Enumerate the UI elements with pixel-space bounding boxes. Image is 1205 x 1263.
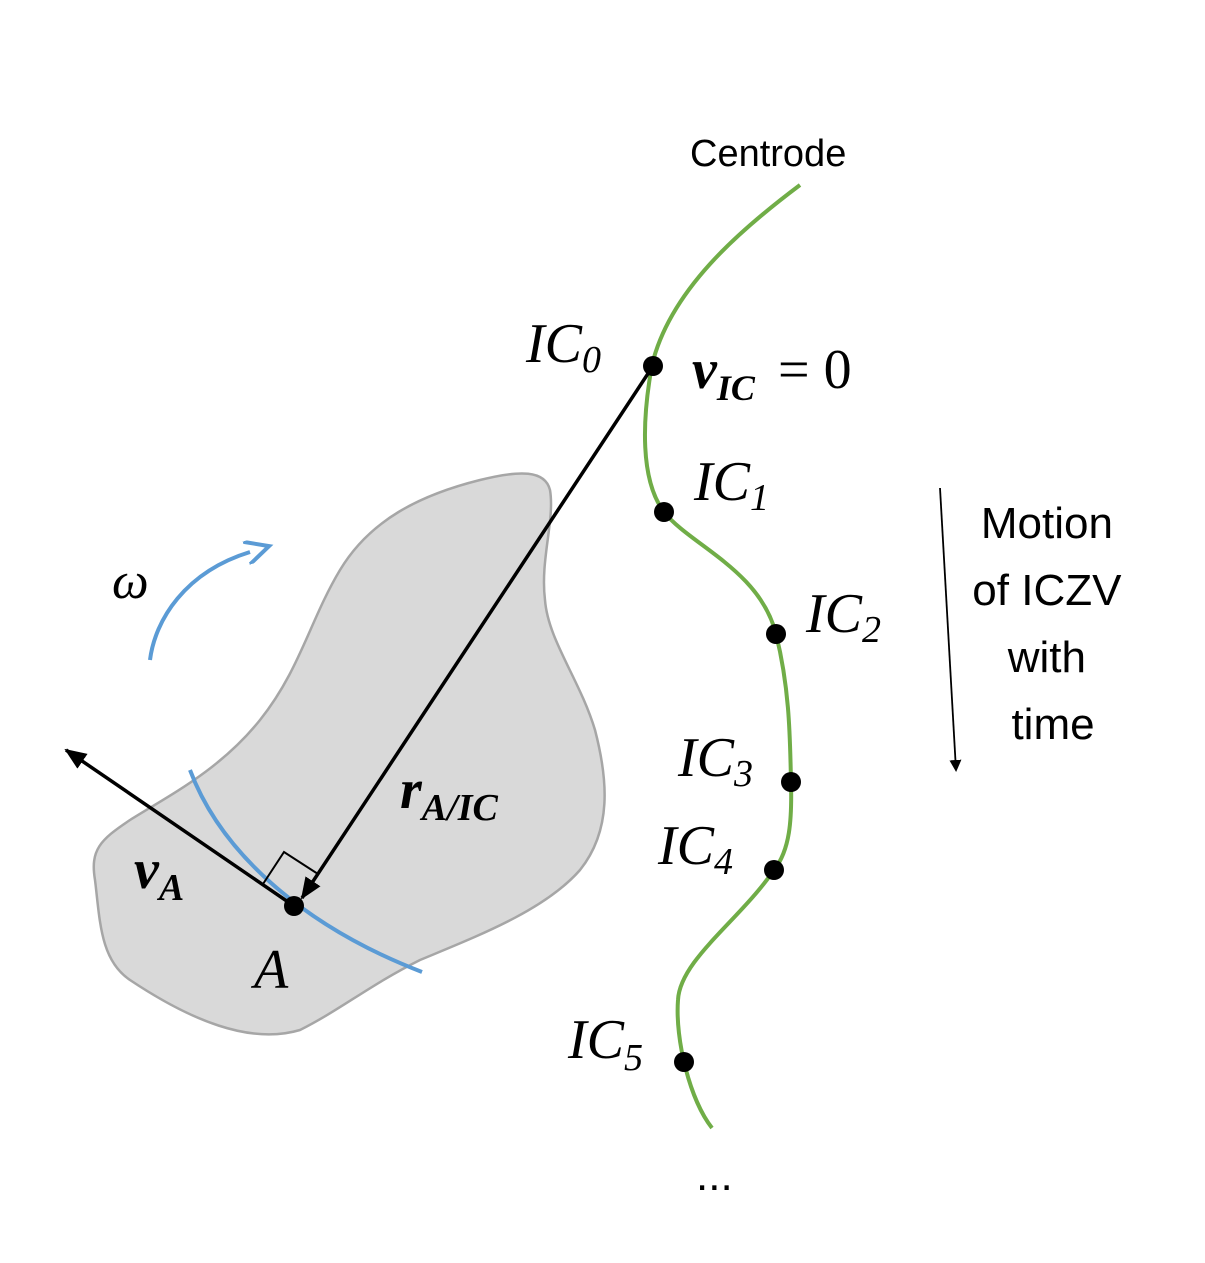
right-angle-marker <box>262 850 319 885</box>
rigid-body <box>92 472 606 1036</box>
centrode-curve <box>643 183 802 1130</box>
ic3-label: IC3 <box>677 727 753 795</box>
ic2-subscript: 2 <box>862 609 881 651</box>
ic5-main: IC <box>567 1009 625 1071</box>
ic0-dot <box>643 356 663 376</box>
r-a-ic-label: rA/IC <box>400 759 498 829</box>
motion-line-1: Motion <box>981 499 1113 548</box>
ic1-subscript: 1 <box>750 477 769 519</box>
ellipsis-label: ... <box>696 1151 733 1200</box>
v-a-subscript: A <box>157 867 184 909</box>
ic2-main: IC <box>805 583 863 645</box>
ic1-main: IC <box>693 451 751 513</box>
v-ic-main: v <box>692 339 718 401</box>
motion-line-2: of ICZV <box>972 566 1122 615</box>
point-a-dot <box>284 896 304 916</box>
v-a-main: v <box>134 839 160 901</box>
point-a-label: A <box>250 939 289 1001</box>
r-subscript: A/IC <box>420 787 499 829</box>
ic5-label: IC5 <box>567 1009 643 1079</box>
ic4-main: IC <box>657 815 715 877</box>
motion-line-3: with <box>1007 633 1086 682</box>
velocity-vector-arrow <box>64 748 295 908</box>
r-main: r <box>400 759 423 821</box>
omega-rotation-arrow <box>148 552 250 661</box>
ic0-label: IC0 <box>525 313 601 381</box>
v-ic-subscript: IC <box>716 368 756 408</box>
ic1-dot <box>654 502 674 522</box>
ic0-subscript: 0 <box>582 339 601 381</box>
ic0-main: IC <box>525 313 583 375</box>
ic5-dot <box>674 1052 694 1072</box>
centrode-label: Centrode <box>690 133 846 175</box>
v-a-label: vA <box>134 839 184 909</box>
ic3-subscript: 3 <box>733 753 753 795</box>
ic4-label: IC4 <box>657 815 733 883</box>
ic1-label: IC1 <box>693 451 769 519</box>
ic4-dot <box>764 860 784 880</box>
ic3-main: IC <box>677 727 735 789</box>
ic2-label: IC2 <box>805 583 881 651</box>
motion-line-4: time <box>1011 700 1094 749</box>
v-ic-equals-zero: = 0 <box>778 339 852 401</box>
v-ic-label: vIC <box>692 339 756 408</box>
velocity-arc <box>188 769 423 974</box>
ic4-subscript: 4 <box>714 841 733 883</box>
ic3-dot <box>781 772 801 792</box>
position-vector-arrow <box>300 365 655 900</box>
motion-arrow <box>939 487 962 772</box>
omega-label: ω <box>112 553 149 610</box>
ic2-dot <box>766 624 786 644</box>
ic5-subscript: 5 <box>624 1037 643 1079</box>
motion-label: Motion of ICZV with time <box>972 499 1133 749</box>
